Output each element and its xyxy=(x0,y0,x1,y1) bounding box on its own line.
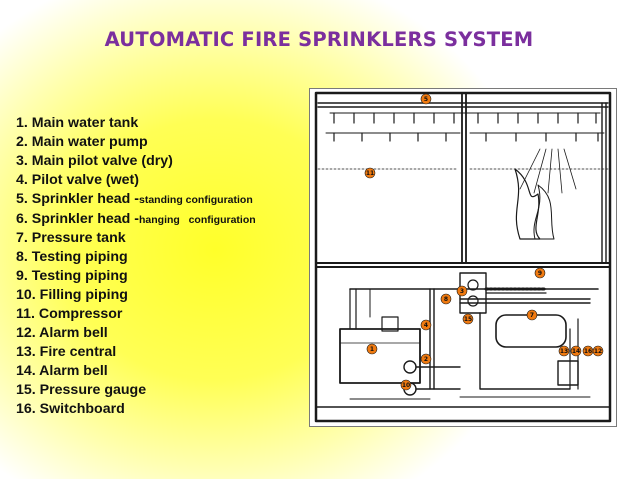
diagram-marker-label: 4 xyxy=(424,322,428,329)
diagram-marker xyxy=(366,343,378,355)
diagram-marker xyxy=(456,285,468,297)
diagram-marker xyxy=(558,345,570,357)
legend-item: 14. Alarm bell xyxy=(16,362,108,379)
legend-item: 6. Sprinkler head -hanging configuration xyxy=(16,210,256,227)
diagram-marker xyxy=(420,93,432,105)
page-title: AUTOMATIC FIRE SPRINKLERS SYSTEM xyxy=(104,28,534,51)
legend-item: 5. Sprinkler head -standing configuratio… xyxy=(16,190,253,207)
diagram-marker xyxy=(440,293,452,305)
diagram-marker-label: 2 xyxy=(424,356,428,363)
legend-item: 8. Testing piping xyxy=(16,249,128,266)
diagram-marker xyxy=(420,319,432,331)
diagram-marker-label: 10 xyxy=(402,382,410,389)
legend-item: 11. Compressor xyxy=(16,306,123,323)
legend-item: 9. Testing piping xyxy=(16,268,128,285)
diagram-marker xyxy=(526,309,538,321)
diagram-marker-label: 13 xyxy=(560,348,568,355)
diagram-marker-label: 1 xyxy=(370,346,374,353)
diagram-marker-label: 16 xyxy=(584,348,592,355)
diagram-marker-label: 5 xyxy=(424,96,428,103)
diagram-marker-label: 15 xyxy=(464,316,472,323)
legend-item: 13. Fire central xyxy=(16,343,117,360)
sprinkler-system-diagram: 5 6 11 9 10 7 8 4 1 2 3 13 14 xyxy=(309,88,617,427)
diagram-marker-label: 3 xyxy=(460,288,464,295)
diagram-marker-label: 7 xyxy=(530,312,534,319)
legend-item-detail: hanging configuration xyxy=(139,213,256,226)
legend-item: 7. Pressure tank xyxy=(16,230,126,247)
legend-item: 12. Alarm bell xyxy=(16,324,108,341)
legend-item-detail: standing configuration xyxy=(139,193,253,206)
diagram-marker xyxy=(534,267,546,279)
legend-item: 1. Main water tank xyxy=(16,115,139,131)
diagram-marker-label: 12 xyxy=(594,348,602,355)
diagram-marker xyxy=(364,167,376,179)
diagram-marker xyxy=(462,313,474,325)
legend-item: 15. Pressure gauge xyxy=(16,381,147,398)
diagram-marker-label: 9 xyxy=(538,270,542,277)
diagram-marker-label: 14 xyxy=(572,348,580,355)
legend-item: 2. Main water pump xyxy=(16,133,148,150)
legend-item: 16. Switchboard xyxy=(16,400,125,417)
component-legend: 1. Main water tank 2. Main water pump 3.… xyxy=(16,114,256,419)
diagram-drawing: 5 6 11 9 10 7 8 4 1 2 3 13 14 xyxy=(314,91,612,423)
legend-item: 10. Filling piping xyxy=(16,287,128,304)
legend-item: 3. Main pilot valve (dry) xyxy=(16,152,173,169)
diagram-marker xyxy=(400,379,412,391)
diagram-marker xyxy=(592,345,604,357)
diagram-marker xyxy=(570,345,582,357)
diagram-marker-label: 11 xyxy=(366,170,374,177)
diagram-marker xyxy=(420,353,432,365)
diagram-marker-label: 8 xyxy=(444,296,448,303)
legend-item: 4. Pilot valve (wet) xyxy=(16,171,139,188)
